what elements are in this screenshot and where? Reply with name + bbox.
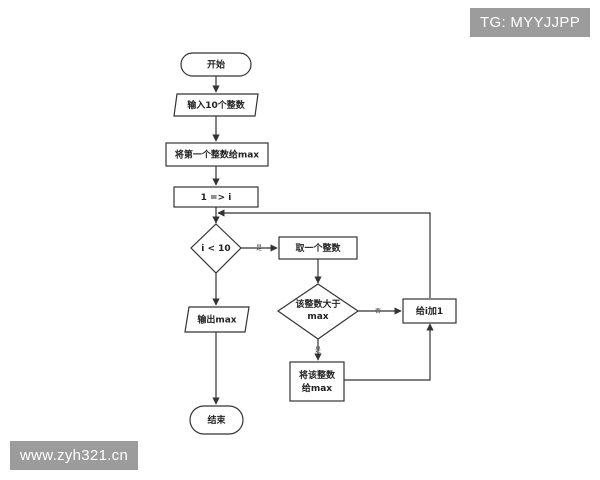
- node-compare-label-line2: max: [307, 312, 328, 322]
- node-increment-label: 给i加1: [416, 305, 443, 317]
- node-increment: 给i加1: [402, 298, 457, 324]
- edge-label-yes-loop: 是: [256, 245, 262, 252]
- node-input: 输入10个整数: [173, 93, 259, 117]
- node-init-max: 将第一个整数给max: [165, 142, 269, 167]
- edge-label-no-compare: 否: [375, 308, 381, 315]
- node-end-label: 结束: [207, 414, 226, 426]
- edge-increment-loop-back: [217, 209, 431, 298]
- node-start: 开始: [180, 52, 252, 77]
- node-loop-condition-label: i < 10: [201, 244, 230, 254]
- node-output: 输出max: [184, 306, 250, 333]
- node-assign-max-label-line1: 将该整数: [299, 369, 336, 381]
- node-take-number-label: 取一个整数: [295, 242, 341, 254]
- node-loop-condition: i < 10: [190, 223, 242, 274]
- node-compare-label-line1: 该整数大于: [295, 298, 340, 310]
- node-start-label: 开始: [207, 59, 225, 71]
- watermark-bottom-left: www.zyh321.cn: [10, 441, 139, 470]
- node-init-max-label: 将第一个整数给max: [175, 149, 259, 161]
- edge-label-yes-compare: 是: [315, 347, 321, 354]
- connectors: [212, 76, 434, 405]
- node-output-label: 输出max: [197, 314, 236, 326]
- node-assign-max: 将该整数 给max: [289, 361, 345, 402]
- node-compare: 该整数大于 max: [276, 283, 360, 340]
- node-init-i: 1 => i: [173, 186, 259, 208]
- node-end: 结束: [189, 405, 244, 435]
- edge-assign-to-increment: [344, 323, 434, 381]
- node-assign-max-label-line2: 给max: [302, 382, 332, 394]
- node-take-number: 取一个整数: [278, 236, 358, 260]
- watermark-top-right: TG: MYYJJPP: [470, 8, 590, 37]
- node-init-i-label: 1 => i: [201, 193, 232, 203]
- node-input-label: 输入10个整数: [187, 99, 246, 111]
